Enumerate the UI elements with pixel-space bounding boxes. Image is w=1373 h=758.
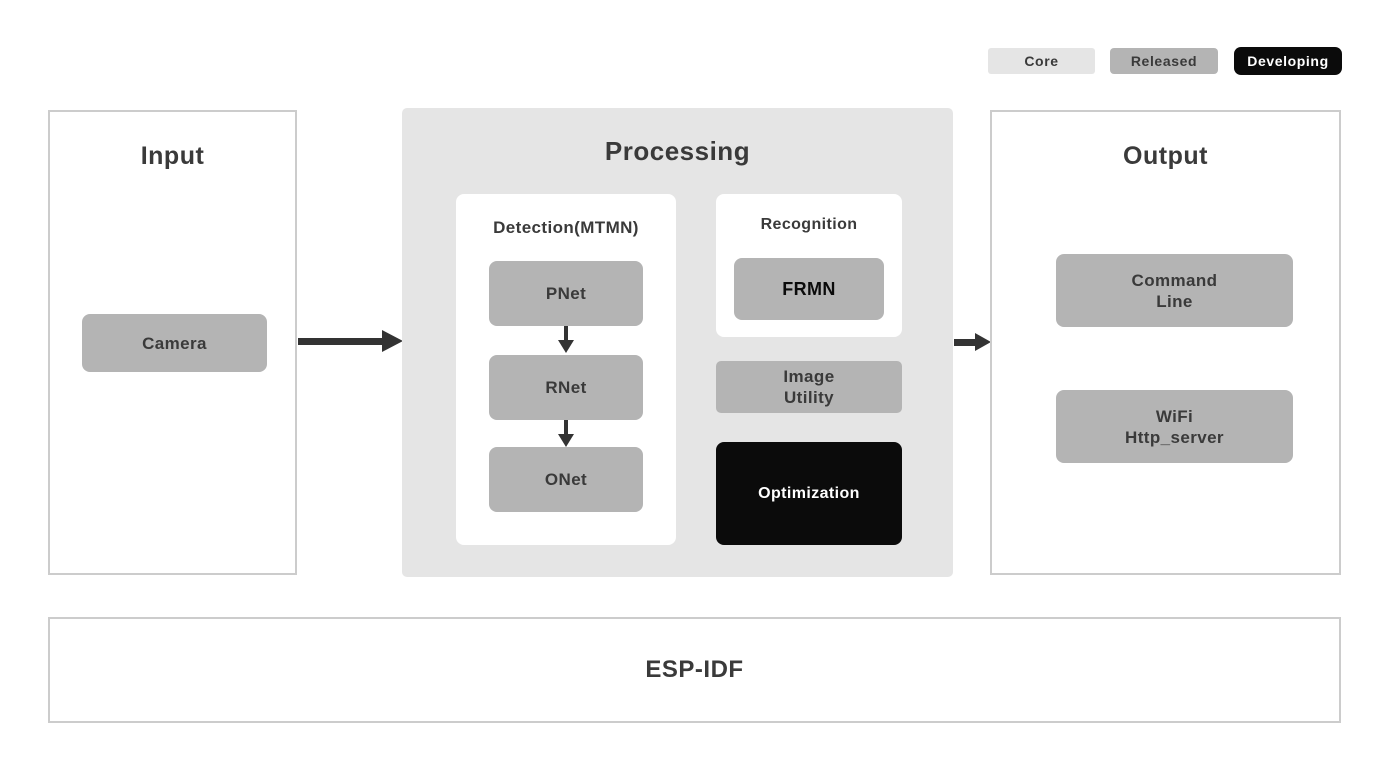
image-utility-module: Image Utility <box>716 361 902 413</box>
recognition-title: Recognition <box>760 216 858 233</box>
esp-idf-panel: ESP-IDF <box>48 617 1341 723</box>
arrow-head <box>558 340 574 353</box>
esp-idf-title: ESP-IDF <box>645 656 744 683</box>
input-title: Input <box>140 142 205 170</box>
arrow-shaft <box>564 326 568 340</box>
down-arrow-rnet-to-onet-icon <box>558 420 574 447</box>
legend-item-released: Released <box>1110 48 1218 74</box>
arrow-shaft <box>954 339 976 346</box>
optimization-module: Optimization <box>716 442 902 545</box>
input-panel: Input Camera <box>48 110 297 575</box>
onet-module: ONet <box>489 447 643 512</box>
legend-item-core: Core <box>988 48 1095 74</box>
frmn-module: FRMN <box>734 258 884 320</box>
output-panel: Output Command Line WiFi Http_server <box>990 110 1341 575</box>
arrow-head <box>382 330 403 352</box>
processing-panel: Processing Detection(MTMN) PNet RNet ONe… <box>402 108 953 577</box>
arrow-head <box>975 333 991 351</box>
processing-title: Processing <box>604 136 751 166</box>
pnet-module: PNet <box>489 261 643 326</box>
right-arrow-input-to-processing-icon <box>298 330 404 353</box>
legend-item-developing: Developing <box>1234 47 1342 75</box>
arrow-head <box>558 434 574 447</box>
detection-group: Detection(MTMN) PNet RNet ONet <box>456 194 676 545</box>
output-title: Output <box>1123 142 1208 170</box>
rnet-module: RNet <box>489 355 643 420</box>
detection-title: Detection(MTMN) <box>493 218 639 237</box>
camera-module: Camera <box>82 314 267 372</box>
command-line-module: Command Line <box>1056 254 1293 327</box>
wifi-http-server-module: WiFi Http_server <box>1056 390 1293 463</box>
right-arrow-processing-to-output-icon <box>954 333 991 352</box>
recognition-group: Recognition FRMN <box>716 194 902 337</box>
down-arrow-pnet-to-rnet-icon <box>558 326 574 353</box>
arrow-shaft <box>298 338 383 345</box>
arrow-shaft <box>564 420 568 434</box>
